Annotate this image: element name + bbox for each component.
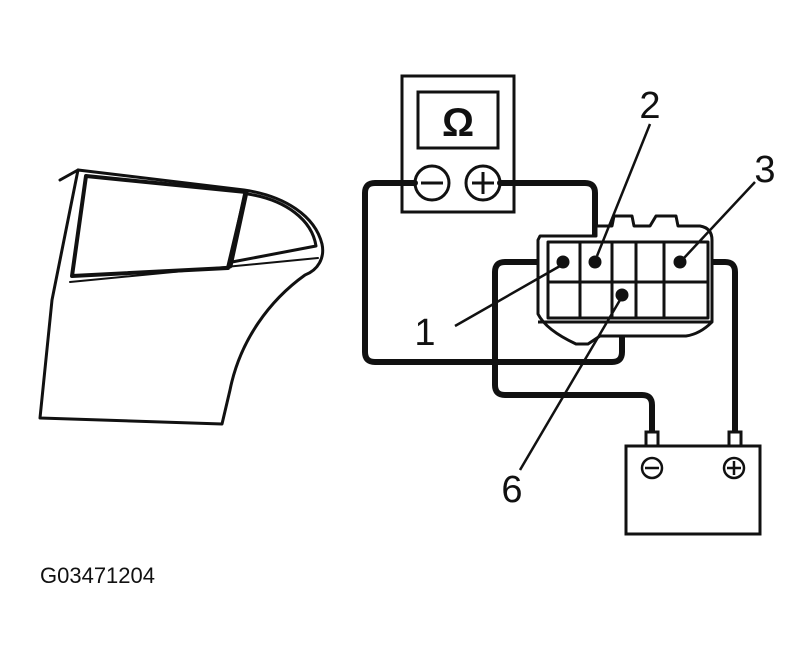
window-sill-line <box>69 257 319 283</box>
battery-pos-post <box>727 430 743 448</box>
callout-leaders <box>454 123 756 471</box>
leader-3 <box>683 181 756 259</box>
rear-quarter-glass <box>230 192 318 264</box>
connector-cavity-block <box>546 240 710 320</box>
rear-door-illustration <box>38 168 325 426</box>
figure-code: G03471204 <box>40 563 155 588</box>
battery-negative-lead <box>492 259 655 435</box>
ohmmeter: Ω <box>400 74 516 214</box>
window-switch-connector <box>536 214 714 346</box>
meter-negative-lead <box>362 180 625 365</box>
pin-6-terminal <box>615 288 629 302</box>
leader-1 <box>454 264 561 328</box>
leader-6 <box>518 299 622 471</box>
window-glass-divider <box>227 189 249 269</box>
pin-2-terminal <box>588 255 602 269</box>
door-seam <box>58 168 80 182</box>
battery-neg-post <box>644 430 660 448</box>
door-outline <box>38 168 325 426</box>
pin-3-terminal <box>673 255 687 269</box>
ohmmeter-display <box>416 90 500 150</box>
callout-2: 2 <box>639 85 660 127</box>
battery-positive-lead <box>677 259 738 435</box>
callout-1: 1 <box>414 312 435 354</box>
leader-2 <box>595 123 652 257</box>
pin-1-terminal <box>556 255 570 269</box>
window-frame <box>70 174 248 278</box>
meter-positive-lead <box>497 180 598 265</box>
battery <box>624 430 762 536</box>
ohm-symbol: Ω <box>442 101 474 145</box>
callout-6: 6 <box>501 469 522 511</box>
test-leads <box>362 180 738 435</box>
callout-3: 3 <box>754 149 775 191</box>
